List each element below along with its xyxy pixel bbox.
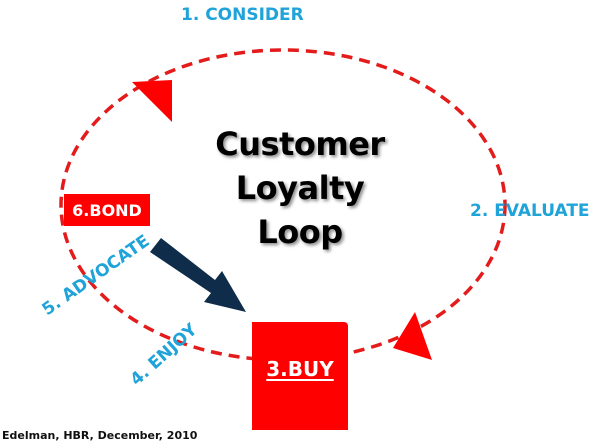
- stage-bond-box: 6.BOND: [64, 194, 150, 226]
- diagram-title: Customer Loyalty Loop: [150, 122, 450, 254]
- stage-buy-label: 3.BUY: [266, 357, 334, 381]
- source-citation: Edelman, HBR, December, 2010: [2, 429, 198, 442]
- stage-consider-label: 1. CONSIDER: [181, 5, 304, 25]
- stage-buy-box: 3.BUY: [252, 322, 348, 430]
- loop-arrowhead-top-left: [132, 80, 172, 122]
- loop-arrowhead-bottom-right: [393, 312, 432, 360]
- title-line-1: Customer Loyalty: [215, 125, 385, 207]
- bond-to-buy-arrow: [150, 238, 246, 312]
- stage-evaluate-label: 2. EVALUATE: [470, 201, 590, 221]
- stage-bond-label: 6.BOND: [72, 200, 142, 220]
- title-line-2: Loop: [257, 213, 343, 251]
